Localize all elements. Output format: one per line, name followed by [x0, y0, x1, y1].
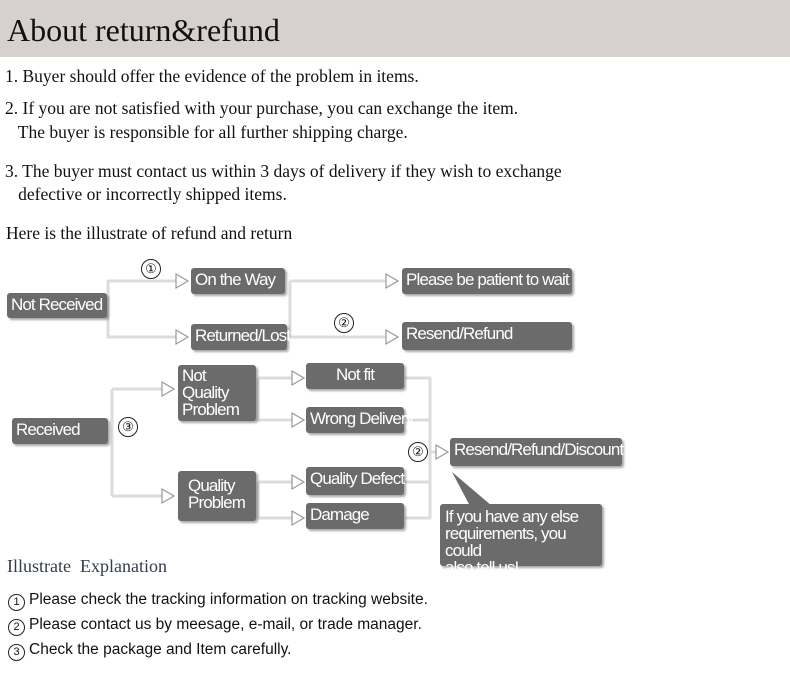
quality-problem-box: Quality Problem — [178, 471, 256, 521]
on-the-way-box: On the Way — [191, 268, 285, 294]
resend-refund-discount-box: Resend/Refund/Discount — [450, 438, 624, 466]
note-3-text: Check the package and Item carefully. — [29, 641, 292, 658]
bubble-line-3: also tell us! — [445, 558, 519, 577]
damage-box: Damage — [306, 503, 404, 529]
note-2-marker: 2 — [8, 619, 25, 636]
not-quality-line-1: Not — [182, 366, 207, 385]
note-1-text: Please check the tracking information on… — [29, 591, 428, 608]
not-quality-line-3: Problem — [182, 400, 240, 419]
please-wait-box: Please be patient to wait — [402, 268, 572, 294]
quality-line-2: Problem — [188, 493, 246, 512]
note-1-marker: 1 — [8, 594, 25, 611]
bubble-line-1: If you have any else — [445, 507, 579, 526]
flow-connectors — [106, 272, 492, 527]
bubble-line-2: requirements, you could — [445, 524, 567, 560]
refund-flow-diagram: ① ② ③ ② Not Received On the Way Returned… — [0, 254, 790, 576]
rule-2-line-1: 2. If you are not satisfied with your pu… — [5, 98, 519, 118]
not-quality-line-2: Quality — [182, 383, 230, 402]
not-quality-problem-box: Not Quality Problem — [178, 365, 256, 421]
rule-2-line-2: The buyer is responsible for all further… — [5, 122, 408, 142]
diagram-intro: Here is the illustrate of refund and ret… — [6, 223, 293, 243]
rule-1: 1. Buyer should offer the evidence of th… — [5, 66, 419, 86]
step-2-marker-received: ② — [408, 442, 428, 462]
step-2-marker: ② — [334, 313, 354, 333]
note-3-marker: 3 — [8, 644, 25, 661]
not-fit-box: Not fit — [306, 363, 404, 389]
returned-lost-box: Returned/Lost — [191, 324, 291, 350]
page-title: About return&refund — [7, 12, 280, 48]
step-1-marker: ① — [141, 259, 161, 279]
wrong-delivery-box: Wrong Delivery — [306, 407, 414, 433]
requirements-bubble: If you have any else requirements, you c… — [440, 504, 602, 576]
note-2-text: Please contact us by meesage, e-mail, or… — [29, 616, 422, 633]
quality-line-1: Quality — [188, 476, 236, 495]
explanation-heading: Illustrate Explanation — [7, 556, 167, 576]
resend-refund-box: Resend/Refund — [402, 322, 572, 350]
page-header: About return&refund — [0, 0, 790, 57]
received-box: Received — [12, 418, 108, 444]
step-3-marker: ③ — [118, 417, 138, 437]
rule-3-line-1: 3. The buyer must contact us within 3 da… — [5, 161, 562, 181]
quality-defect-box: Quality Defect — [306, 467, 405, 495]
rule-3-line-2: defective or incorrectly shipped items. — [5, 184, 287, 204]
not-received-box: Not Received — [7, 293, 107, 318]
